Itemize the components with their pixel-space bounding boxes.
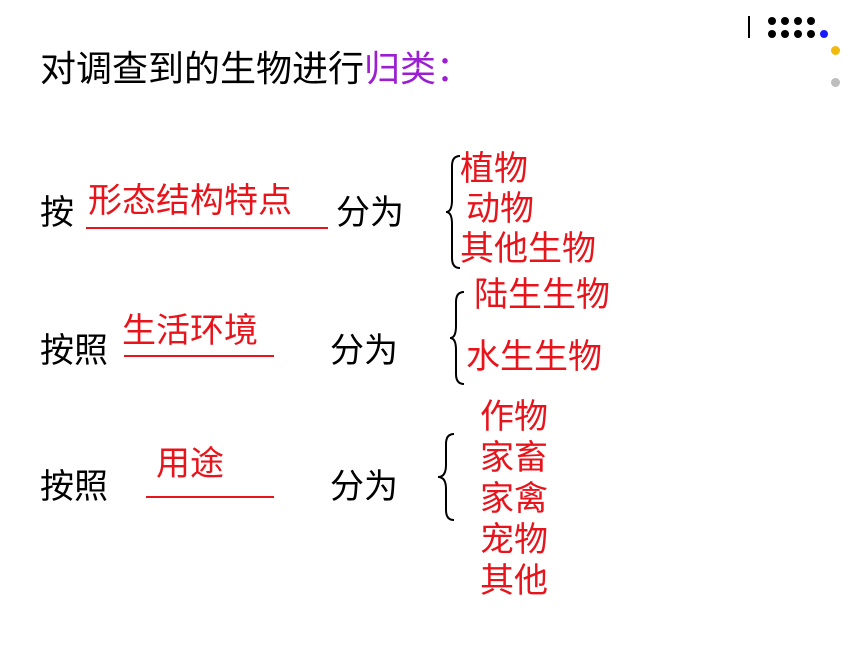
title-main: 对调查到的生物进行	[40, 49, 365, 90]
row3-prefix: 按照	[40, 467, 108, 507]
row2-underline	[124, 355, 274, 357]
row1-suffix: 分为	[336, 193, 404, 233]
row3-item-4: 宠物	[480, 520, 548, 560]
row3-item-1: 作物	[480, 397, 548, 437]
decor-bar	[748, 16, 750, 38]
row1-item-2: 动物	[466, 189, 534, 229]
row2-criterion: 生活环境	[122, 311, 258, 351]
row2-item-2: 水生生物	[466, 337, 602, 377]
row2-brace	[449, 291, 465, 385]
row2-prefix: 按照	[40, 331, 108, 371]
row2-suffix: 分为	[330, 331, 398, 371]
row3-criterion: 用途	[156, 444, 224, 484]
row1-prefix: 按	[40, 193, 74, 233]
row3-item-2: 家畜	[480, 438, 548, 478]
slide-title: 对调查到的生物进行归类：	[40, 52, 472, 88]
row2-item-1: 陆生生物	[474, 275, 610, 315]
row1-brace	[445, 155, 461, 269]
row1-item-1: 植物	[460, 149, 528, 189]
row3-item-5: 其他	[480, 561, 548, 601]
row1-underline	[86, 227, 328, 229]
row1-criterion: 形态结构特点	[88, 181, 292, 221]
row3-underline	[146, 496, 274, 498]
row3-item-3: 家禽	[480, 479, 548, 519]
row3-suffix: 分为	[330, 467, 398, 507]
row1-item-3: 其他生物	[460, 229, 596, 269]
row3-brace	[437, 433, 455, 521]
title-highlight: 归类：	[364, 49, 473, 90]
